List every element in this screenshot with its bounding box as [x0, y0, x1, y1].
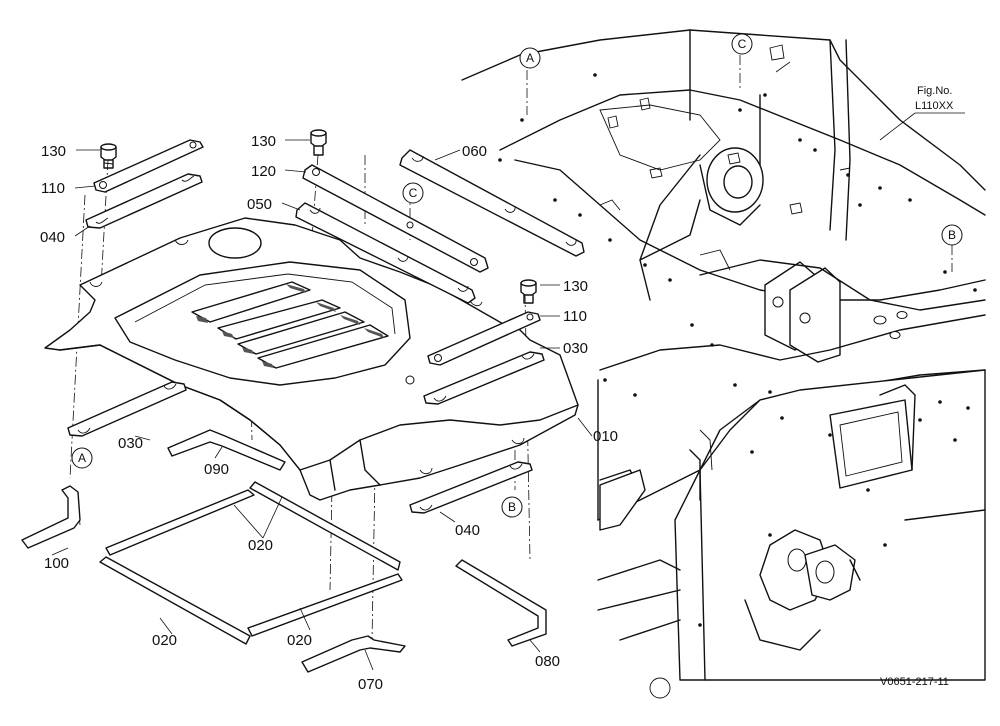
- cover-vent-slots: [191, 281, 389, 369]
- part-120-strip: [302, 164, 489, 273]
- label-030-a: 030: [118, 435, 143, 452]
- part-110-strip-a: [93, 139, 204, 193]
- ref-mark-c-part: C: [402, 182, 424, 204]
- part-020-seal-strips: [99, 481, 403, 645]
- fig-no-label: Fig.No.: [917, 85, 952, 97]
- label-010: 010: [593, 428, 618, 445]
- part-030-strip-a: [67, 381, 187, 437]
- label-070: 070: [358, 676, 383, 693]
- svg-text:C: C: [738, 37, 747, 51]
- ref-mark-c-frame: C: [731, 33, 753, 55]
- part-130-bolt-b: [310, 129, 327, 156]
- leader-lines: [51, 61, 965, 671]
- part-010-cover: [44, 217, 579, 501]
- label-100: 100: [44, 555, 69, 572]
- part-030-strip-b: [423, 351, 545, 405]
- part-070-v-bracket: [301, 635, 406, 673]
- part-050-strip: [295, 202, 476, 304]
- label-110-a: 110: [41, 180, 65, 197]
- label-020-b: 020: [152, 632, 177, 649]
- part-130-bolt-c: [520, 279, 537, 304]
- svg-text:C: C: [409, 186, 418, 200]
- ref-mark-b-frame: B: [941, 224, 963, 246]
- label-020-c: 020: [287, 632, 312, 649]
- label-120: 120: [251, 163, 276, 180]
- drawing-code: V0651-217-11: [880, 676, 949, 688]
- label-050: 050: [247, 196, 272, 213]
- part-130-bolt-a: [100, 143, 117, 169]
- part-100-bracket: [21, 485, 81, 549]
- part-090-bent-strip: [167, 429, 286, 471]
- label-080: 080: [535, 653, 560, 670]
- label-020-a: 020: [248, 537, 273, 554]
- part-060-strip: [399, 149, 585, 257]
- svg-text:A: A: [526, 51, 534, 65]
- label-130-c: 130: [563, 278, 588, 295]
- ref-mark-b-part: B: [501, 496, 523, 518]
- label-130-a: 130: [41, 143, 66, 160]
- svg-text:B: B: [948, 228, 956, 242]
- ref-mark-a-part: A: [71, 447, 93, 469]
- label-040-a: 040: [40, 229, 65, 246]
- label-130-b: 130: [251, 133, 276, 150]
- part-040-strip-b: [409, 461, 533, 514]
- machine-frame: [461, 29, 986, 699]
- label-030-b: 030: [563, 340, 588, 357]
- fig-no-value: L110XX: [915, 100, 954, 112]
- label-090: 090: [204, 461, 229, 478]
- svg-text:B: B: [508, 500, 516, 514]
- part-110-strip-b: [427, 311, 541, 366]
- figure-info: Fig.No. L110XX V0651-217-11: [880, 85, 954, 688]
- part-080-bracket: [455, 559, 547, 647]
- part-number-labels: 130 110 040 130 120 050 060 130 110 030 …: [40, 133, 618, 693]
- label-110-b: 110: [563, 308, 587, 325]
- reference-marks: A C B C A B: [71, 33, 963, 518]
- svg-text:A: A: [78, 451, 86, 465]
- label-060: 060: [462, 143, 487, 160]
- label-040-b: 040: [455, 522, 480, 539]
- ref-mark-a-frame: A: [519, 47, 541, 69]
